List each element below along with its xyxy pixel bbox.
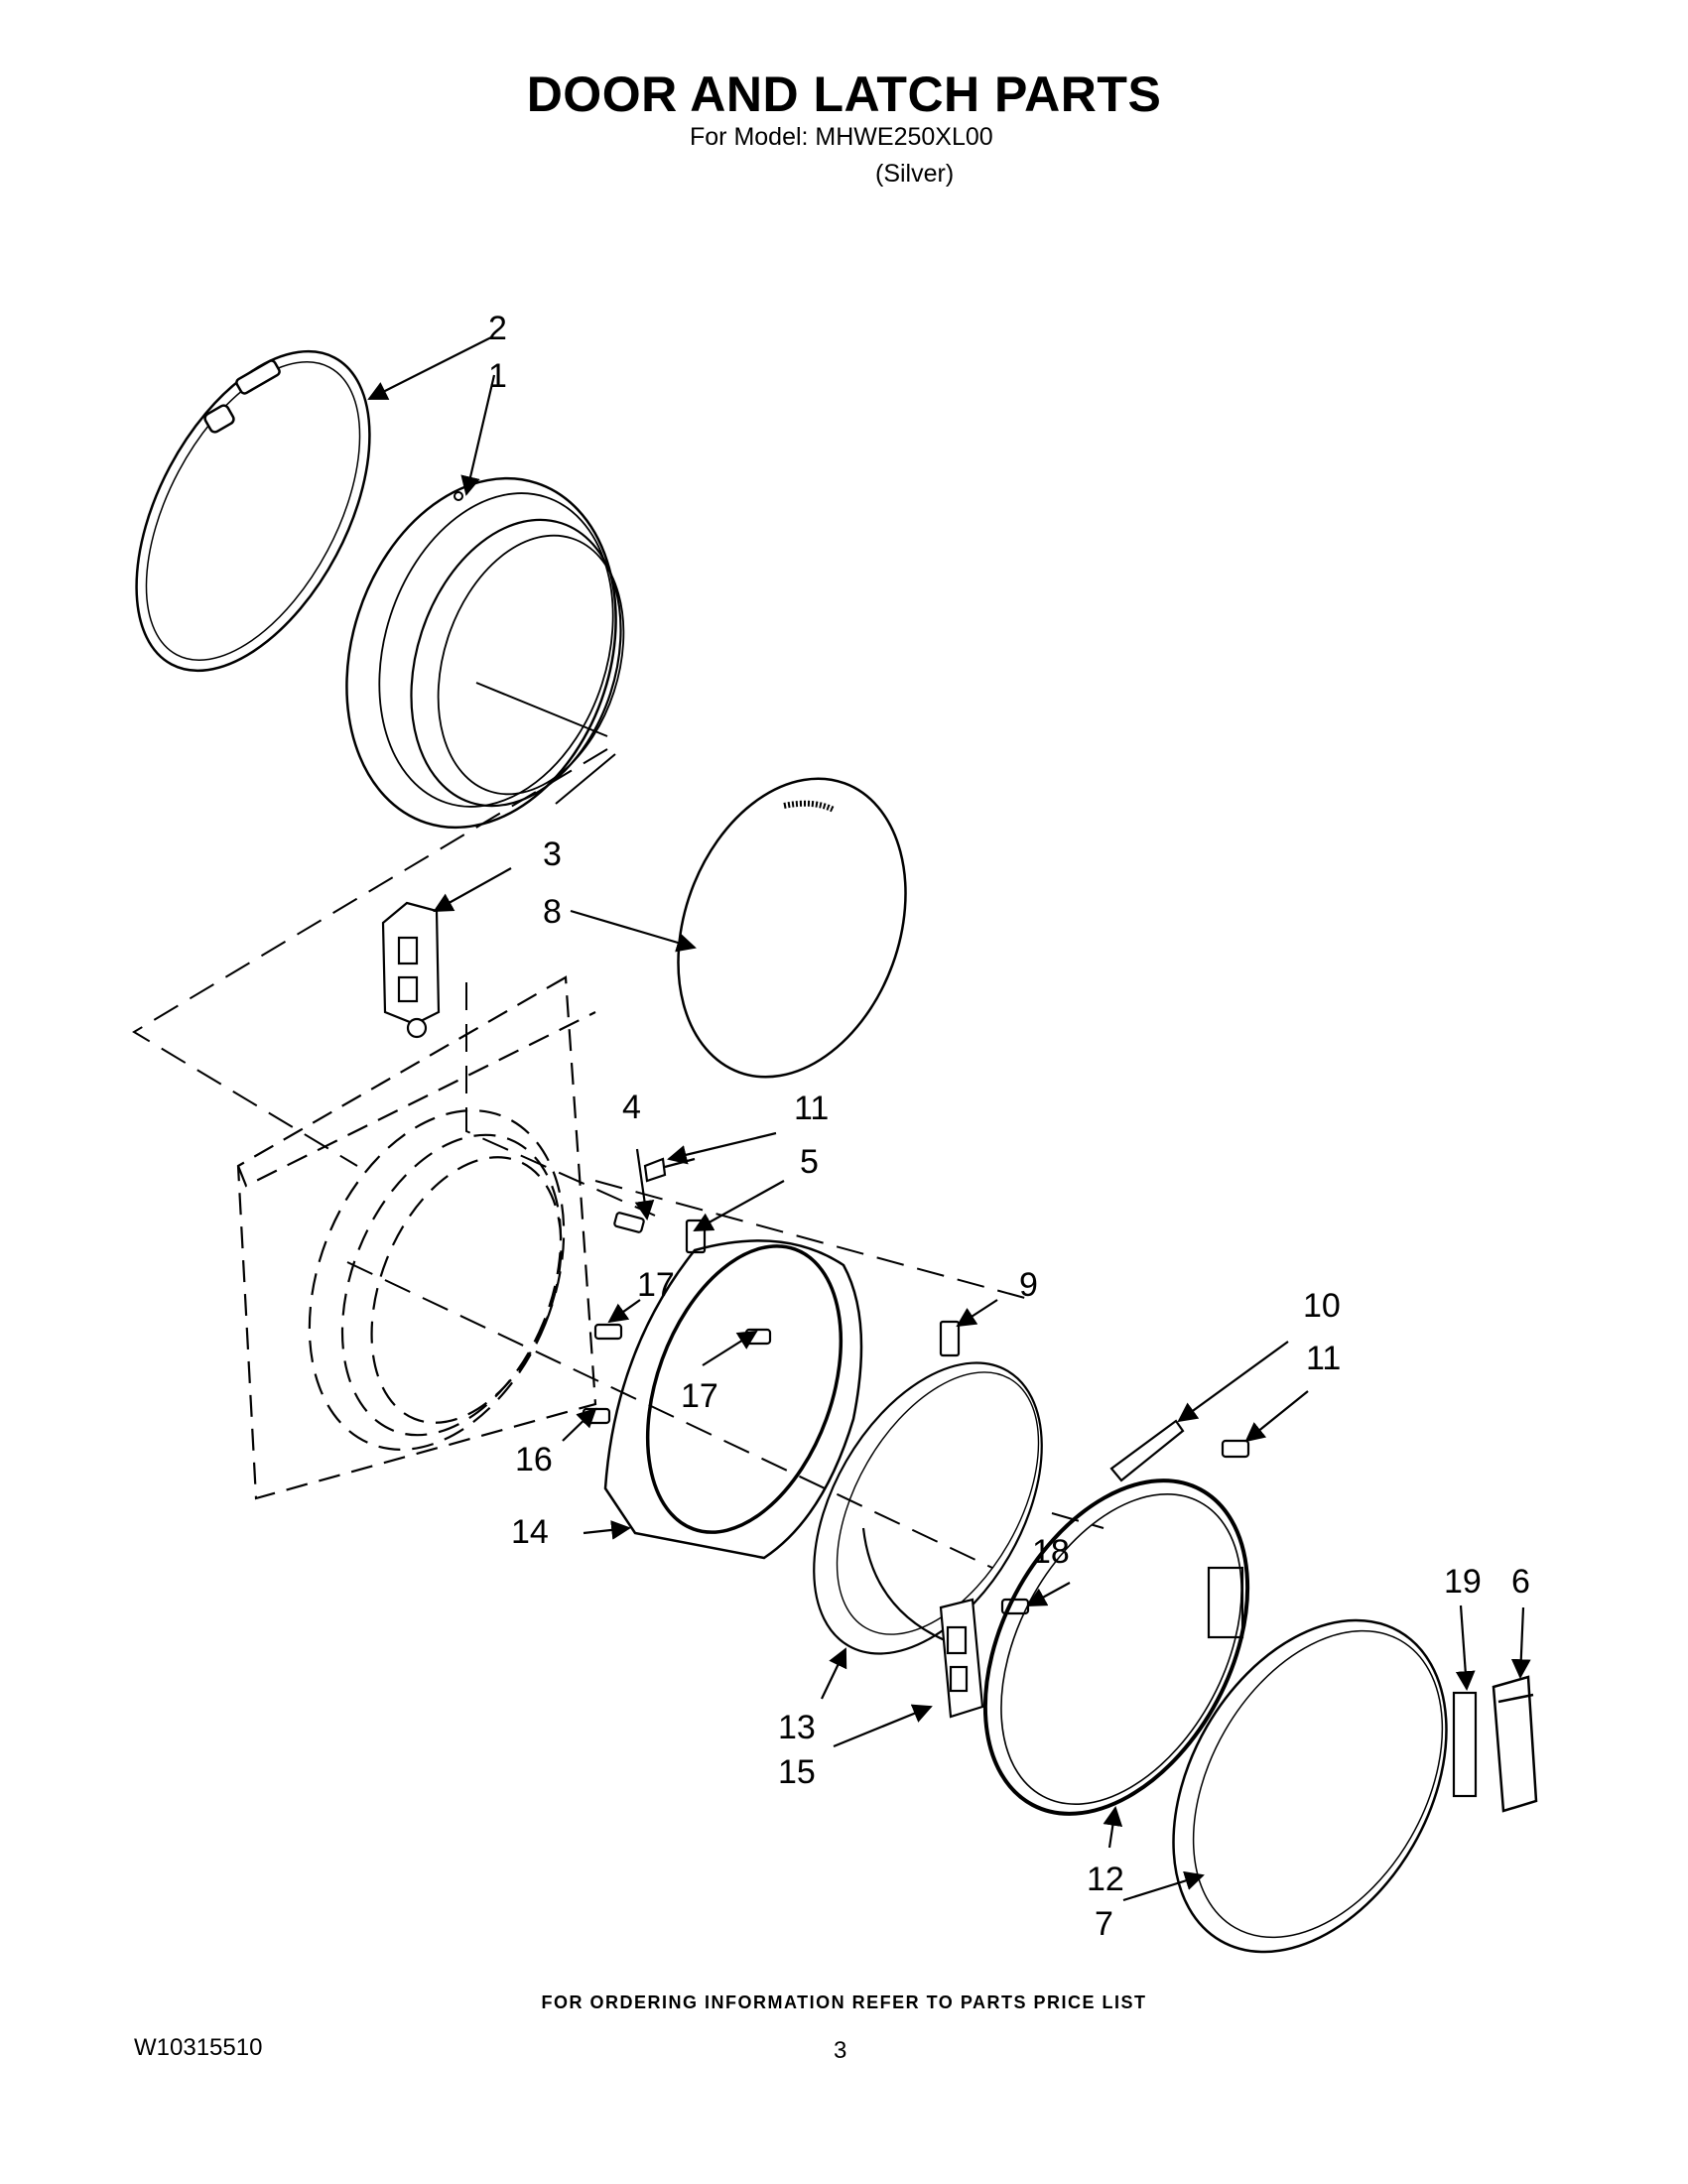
callout-2: 2 [488, 310, 507, 347]
model-variant: (Silver) [875, 160, 955, 188]
callout-8: 8 [543, 893, 562, 931]
callout-7: 7 [1095, 1905, 1113, 1943]
callout-1: 1 [488, 357, 507, 395]
document-number: W10315510 [134, 2034, 263, 2061]
callout-17b: 17 [681, 1377, 718, 1415]
callout-16: 16 [515, 1441, 553, 1478]
callout-4: 4 [622, 1089, 641, 1126]
callout-3: 3 [543, 835, 562, 873]
part-10-latch [1109, 1419, 1185, 1482]
part-14-inner-frame [603, 1239, 863, 1560]
part-6-handle [1492, 1675, 1538, 1813]
callout-10: 10 [1303, 1287, 1341, 1325]
callout-6: 6 [1511, 1563, 1530, 1601]
model-line: For Model: MHWE250XL00 [690, 123, 993, 151]
part-2-clamp [135, 349, 371, 673]
part-8-door-glass [677, 777, 907, 1079]
callout-13: 13 [778, 1709, 816, 1746]
ordering-note: FOR ORDERING INFORMATION REFER TO PARTS … [541, 1992, 1147, 2012]
part-3-bracket [381, 901, 441, 1039]
callout-18: 18 [1032, 1533, 1070, 1571]
front-panel-outline [236, 975, 597, 1500]
callout-12: 12 [1087, 1861, 1124, 1898]
part-15-hinge [939, 1598, 984, 1719]
part-12-retainer [982, 1478, 1250, 1816]
callout-9: 9 [1019, 1266, 1038, 1304]
part-7-outer-door [1172, 1618, 1448, 1954]
leader-arrows [367, 336, 1531, 1902]
part-19-insert [1452, 1691, 1478, 1798]
page-title: DOOR AND LATCH PARTS [526, 66, 1162, 122]
alignment-lines [132, 748, 1104, 1569]
callout-17a: 17 [637, 1266, 675, 1304]
part-1-bellow [345, 476, 625, 830]
callout-15: 15 [778, 1753, 816, 1791]
part-13-door-bowl [813, 1361, 1043, 1655]
callout-14: 14 [511, 1513, 549, 1551]
callout-11b: 11 [1306, 1340, 1341, 1377]
page-number: 3 [834, 2037, 847, 2064]
callout-19: 19 [1444, 1563, 1482, 1601]
callout-11a: 11 [794, 1090, 829, 1127]
callout-5: 5 [800, 1143, 819, 1181]
